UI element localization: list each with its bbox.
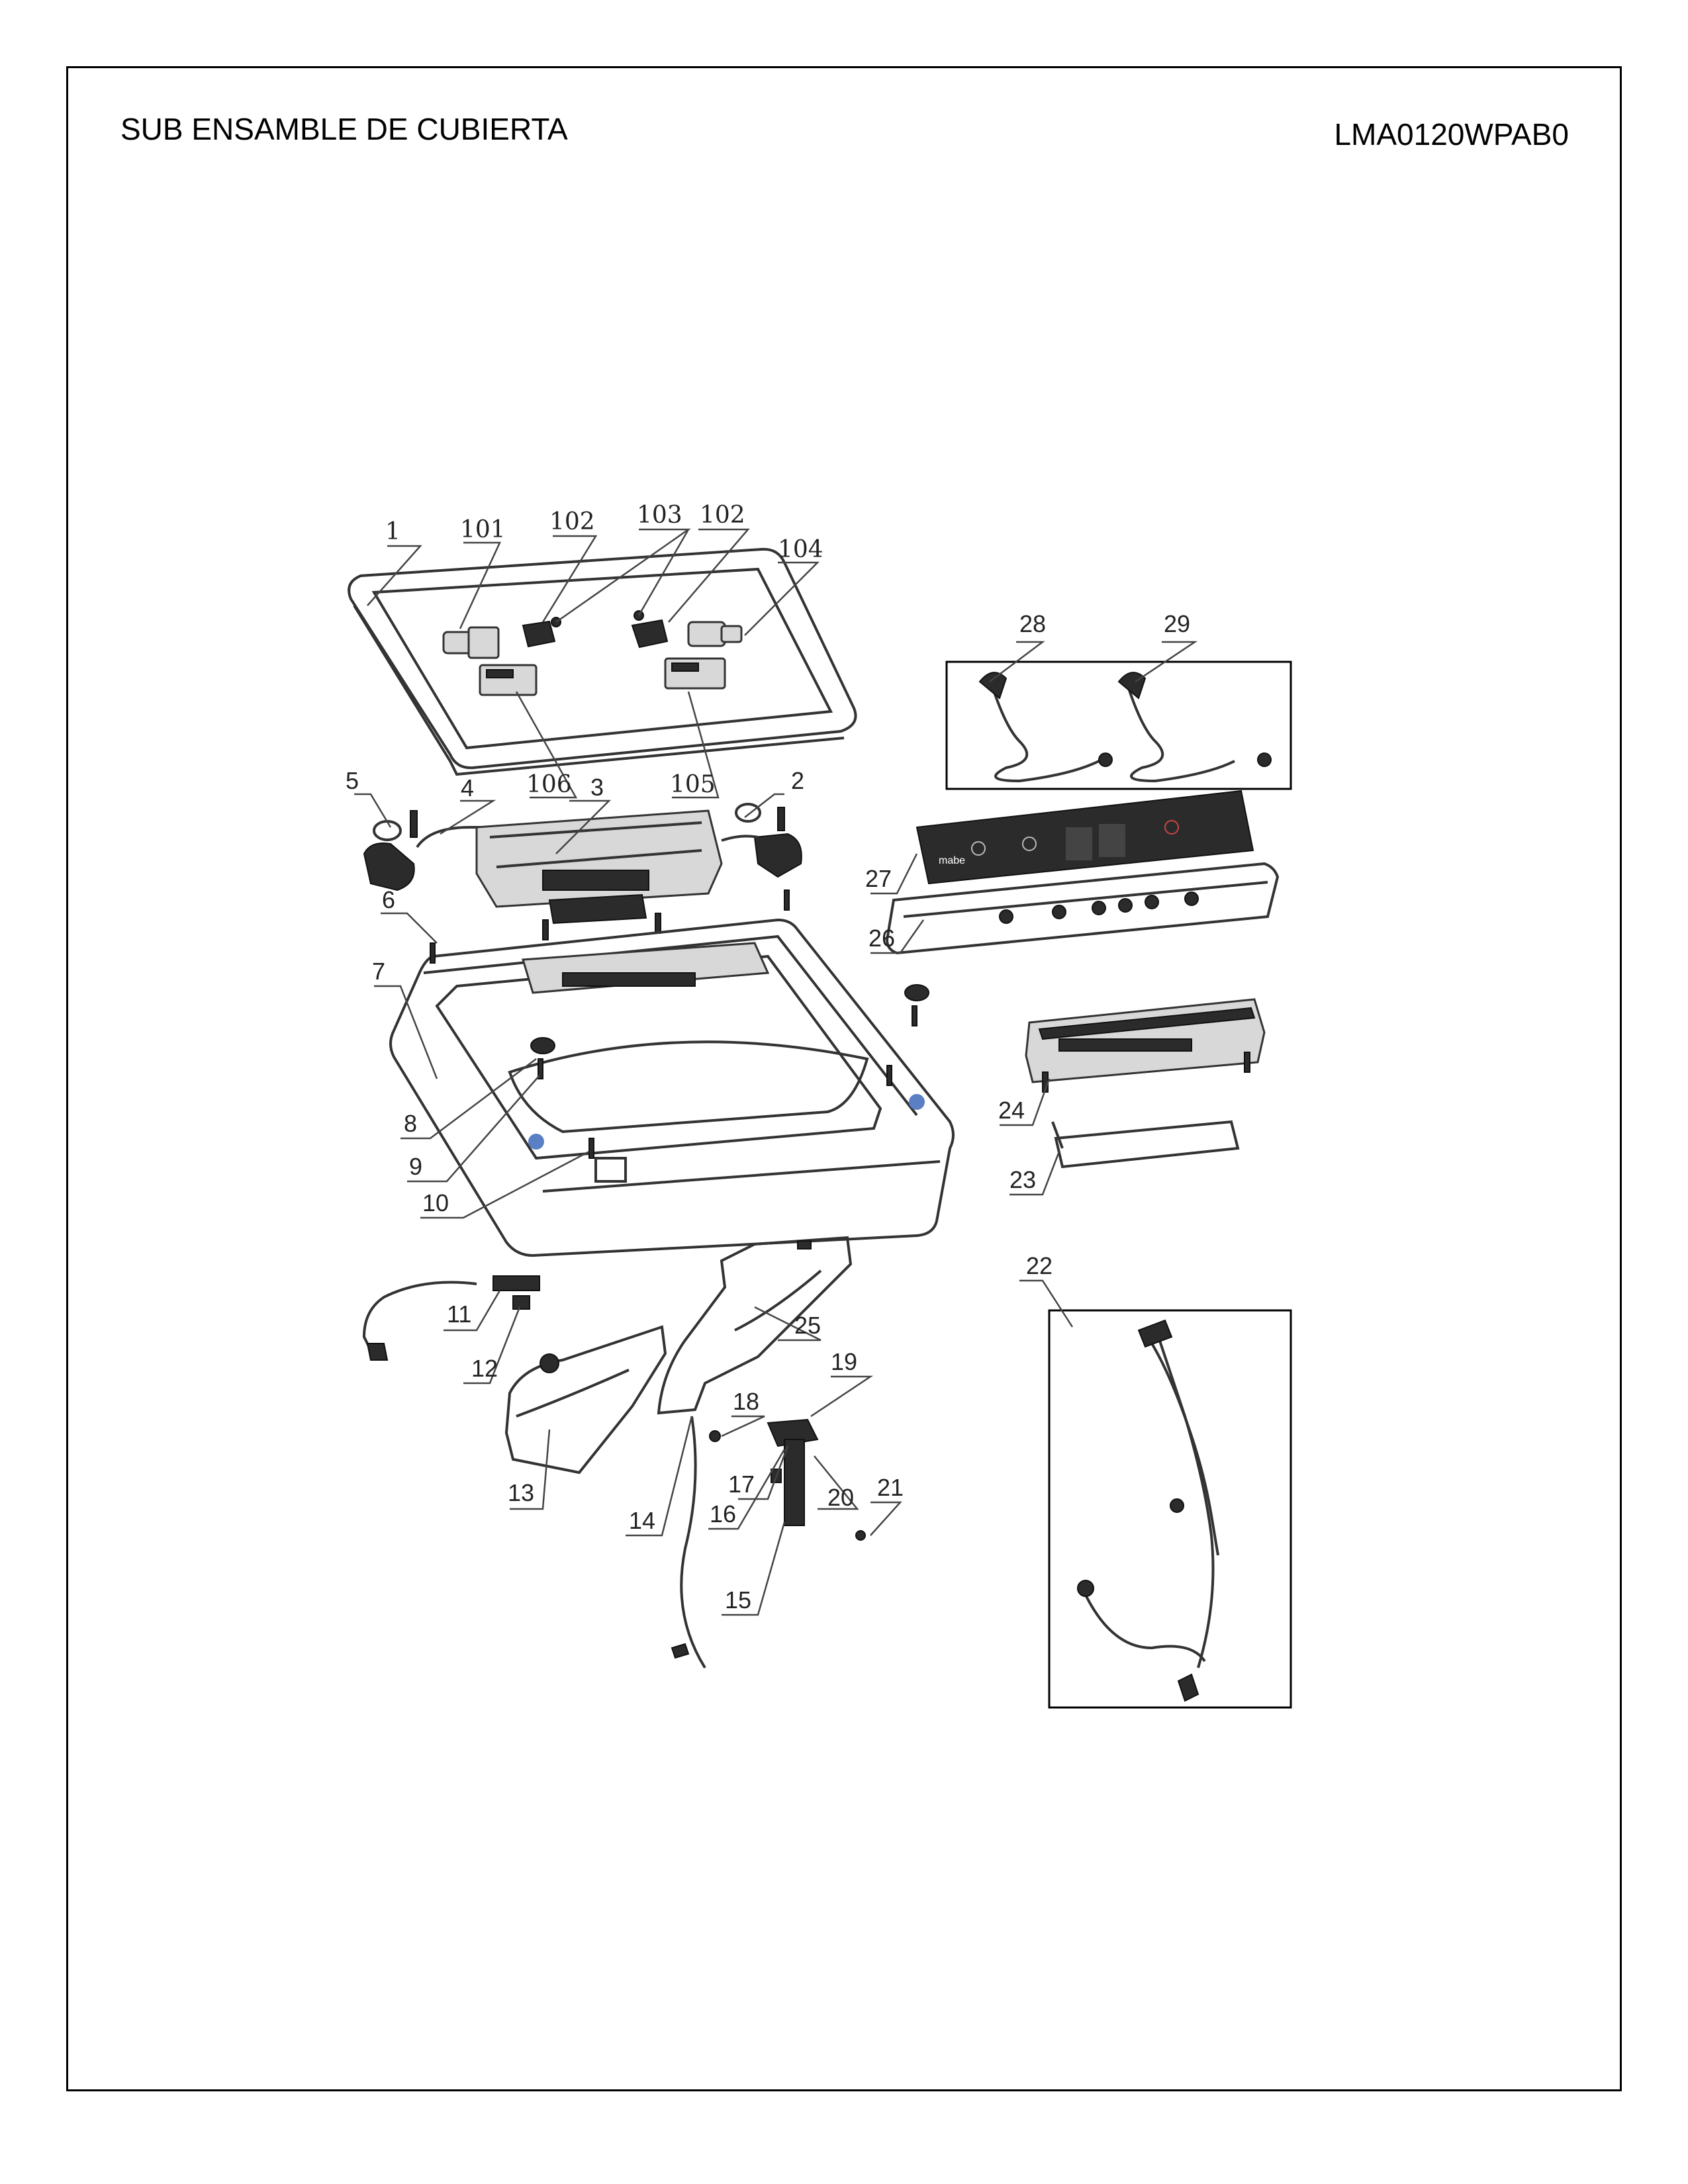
callout-18: 18 xyxy=(733,1388,759,1415)
callout-12: 12 xyxy=(471,1355,498,1382)
callout-6: 6 xyxy=(382,886,395,913)
part-pressure-assembly xyxy=(671,1416,866,1669)
callout-16: 16 xyxy=(710,1500,736,1527)
callout-4: 4 xyxy=(461,774,474,801)
callout-14: 14 xyxy=(629,1507,655,1534)
callout-11: 11 xyxy=(447,1300,471,1328)
callout-19: 19 xyxy=(831,1348,857,1375)
callout-5: 5 xyxy=(346,767,359,794)
part-hinges-console xyxy=(363,803,802,940)
callout-8: 8 xyxy=(404,1110,417,1137)
callout-102-right: 102 xyxy=(700,502,745,529)
panel-brand-text: mabe xyxy=(939,855,965,866)
callout-7: 7 xyxy=(372,958,385,985)
callout-leaders xyxy=(354,528,1198,1616)
page-title: SUB ENSAMBLE DE CUBIERTA xyxy=(120,112,568,146)
part-control-panel: mabe xyxy=(885,790,1280,955)
callout-1: 1 xyxy=(385,518,400,545)
callout-10: 10 xyxy=(422,1189,449,1216)
part-lid-frame xyxy=(348,547,857,776)
part-bracket-13 xyxy=(504,1325,667,1475)
callout-26: 26 xyxy=(868,925,895,952)
callout-101: 101 xyxy=(460,516,506,543)
part-pcb-holder xyxy=(1025,998,1266,1169)
part-bracket-25 xyxy=(657,1236,853,1415)
callout-23: 23 xyxy=(1009,1166,1036,1193)
model-number: LMA0120WPAB0 xyxy=(1334,117,1569,152)
page-frame xyxy=(66,66,1622,2091)
callout-28: 28 xyxy=(1019,610,1046,637)
part-inlet-hoses xyxy=(945,660,1292,790)
callout-27: 27 xyxy=(865,865,892,892)
part-lid-switch xyxy=(362,1275,540,1361)
callout-22: 22 xyxy=(1026,1252,1053,1279)
callout-29: 29 xyxy=(1164,610,1190,637)
callout-labels: 1 101 102 103 102 104 106 105 5 4 3 2 6 … xyxy=(346,502,1190,1614)
callout-102-left: 102 xyxy=(549,508,595,535)
part-top-cover xyxy=(389,918,955,1257)
callout-17: 17 xyxy=(728,1471,755,1498)
callout-104: 104 xyxy=(778,536,823,563)
callout-13: 13 xyxy=(508,1479,534,1506)
callout-21: 21 xyxy=(877,1474,904,1501)
callout-2: 2 xyxy=(791,767,804,794)
callout-9: 9 xyxy=(409,1153,422,1180)
callout-25: 25 xyxy=(794,1312,821,1339)
callout-15: 15 xyxy=(725,1586,751,1614)
callout-20: 20 xyxy=(827,1484,854,1511)
part-screws xyxy=(430,889,929,1159)
callout-3: 3 xyxy=(590,774,604,801)
part-wiring-harness xyxy=(1048,1309,1292,1709)
callout-103: 103 xyxy=(637,502,682,529)
callout-106: 106 xyxy=(526,771,572,798)
callout-105: 105 xyxy=(670,771,716,798)
callout-24: 24 xyxy=(998,1097,1025,1124)
